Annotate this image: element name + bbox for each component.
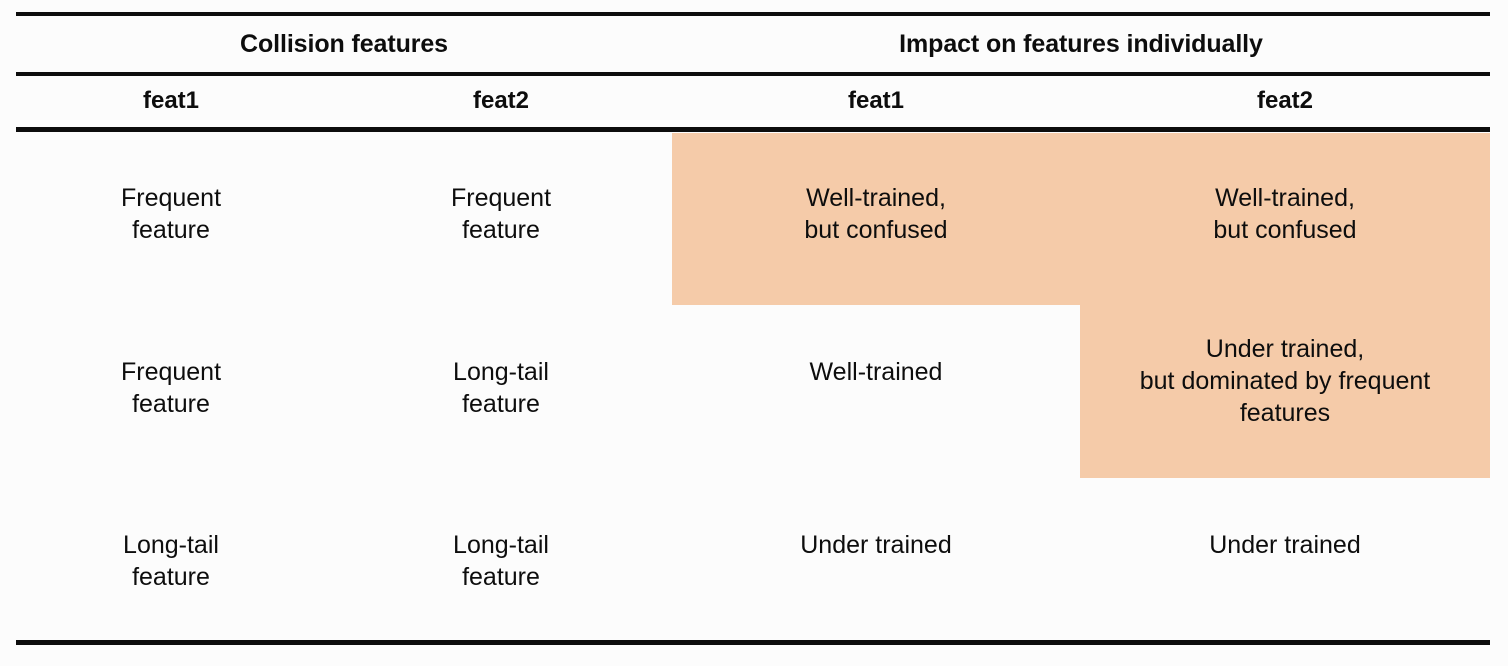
table-row: Well-trained, but confused	[1213, 184, 1357, 244]
table-row: Frequent feature	[450, 184, 552, 244]
table-bottom-rule	[16, 640, 1490, 645]
table-row: Frequent feature	[120, 184, 222, 244]
column-header-impact-feat2: feat2	[1256, 87, 1314, 114]
group-header-collision-features: Collision features	[240, 30, 448, 58]
column-header-collision-feat2: feat2	[472, 87, 530, 114]
table-row: Under trained	[1209, 531, 1361, 559]
table-row: Long-tail feature	[453, 358, 549, 418]
table-row: Well-trained, but confused	[804, 184, 948, 244]
group-header-impact-on-features: Impact on features individually	[899, 30, 1263, 58]
column-header-collision-feat1: feat1	[142, 87, 200, 114]
table-row: Under trained	[800, 531, 952, 559]
table-row: Long-tail feature	[453, 531, 549, 591]
table-row: Long-tail feature	[123, 531, 219, 591]
column-header-impact-feat1: feat1	[847, 87, 905, 114]
table-group-header-rule	[16, 72, 1490, 76]
table-row: Frequent feature	[120, 358, 222, 418]
highlight-block-row1	[672, 133, 1490, 305]
table-column-header-rule	[16, 127, 1490, 132]
highlight-block-row2	[1080, 305, 1490, 478]
table-row: Under trained, but dominated by frequent…	[1139, 335, 1431, 427]
table-row: Well-trained	[809, 358, 943, 386]
table-top-rule	[16, 12, 1490, 16]
